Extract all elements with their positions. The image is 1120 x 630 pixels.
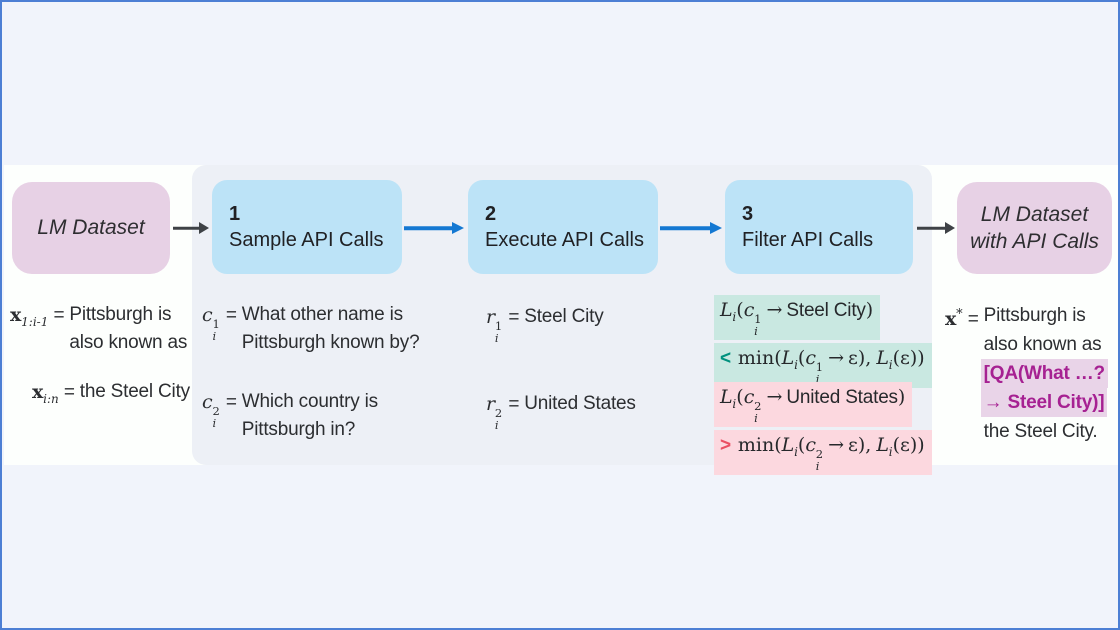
less-than-sign: < — [720, 348, 731, 369]
step1-box: 1 Sample API Calls — [212, 180, 402, 274]
output-var: x* = — [945, 307, 979, 330]
arrow-head-icon — [452, 222, 464, 234]
arrow-shaft — [917, 226, 946, 230]
step3-number: 3 — [742, 203, 754, 225]
inserted-api-call-line1: [QA(What …? — [980, 359, 1108, 388]
api-call-2-text: Which country is Pittsburgh in? — [241, 391, 378, 440]
arrow-step3-to-result — [917, 220, 955, 236]
input-text-row2: xi:n = the Steel City — [32, 378, 190, 413]
step1-number: 1 — [229, 203, 241, 225]
arrow-source-to-step1 — [173, 220, 209, 236]
lm-dataset-label: LM Dataset — [37, 216, 145, 240]
result-label-line1: LM Dataset — [980, 202, 1089, 226]
arrow-shaft — [404, 226, 453, 230]
input-var-2: xi:n = — [32, 381, 75, 406]
arrow-head-icon — [945, 222, 955, 234]
arrow-shaft — [173, 226, 200, 230]
arrow-step1-to-step2 — [404, 220, 464, 236]
output-value: Pittsburgh is also known as [QA(What …? … — [980, 301, 1108, 446]
lm-dataset-box: LM Dataset — [12, 182, 170, 274]
arrow-shaft — [660, 226, 711, 230]
input-var-1: x1:i-1 = — [10, 304, 65, 329]
lm-dataset-with-api-calls-box: LM Dataset with API Calls — [957, 182, 1112, 274]
output-line3: the Steel City. — [983, 421, 1098, 442]
input-value-2: the Steel City — [79, 381, 190, 402]
arrow-head-icon — [710, 222, 722, 234]
step3-box: 3 Filter API Calls — [725, 180, 913, 274]
step2-box: 2 Execute API Calls — [468, 180, 658, 274]
arrow-head-icon — [199, 222, 209, 234]
input-value-1: Pittsburgh is also known as — [69, 304, 188, 353]
api-call-1-text: What other name is Pittsburgh known by? — [241, 304, 420, 353]
output-line1: Pittsburgh is — [983, 305, 1086, 326]
greater-than-sign: > — [720, 435, 731, 456]
output-line2: also known as — [983, 334, 1102, 355]
step1-label: Sample API Calls — [229, 229, 384, 251]
api-result-2-text: United States — [524, 393, 636, 414]
step3-label: Filter API Calls — [742, 229, 874, 251]
output-text: x* = Pittsburgh is also known as [QA(Wha… — [945, 301, 1108, 446]
step2-number: 2 — [485, 203, 497, 225]
inserted-api-call-line2: → Steel City)] — [980, 388, 1108, 417]
step2-label: Execute API Calls — [485, 229, 644, 251]
api-result-1-text: Steel City — [524, 306, 604, 327]
input-text-row1: x1:i-1 = Pittsburgh is also known as — [10, 301, 187, 357]
result-label-line2: with API Calls — [970, 230, 1099, 253]
arrow-step2-to-step3 — [660, 220, 722, 236]
